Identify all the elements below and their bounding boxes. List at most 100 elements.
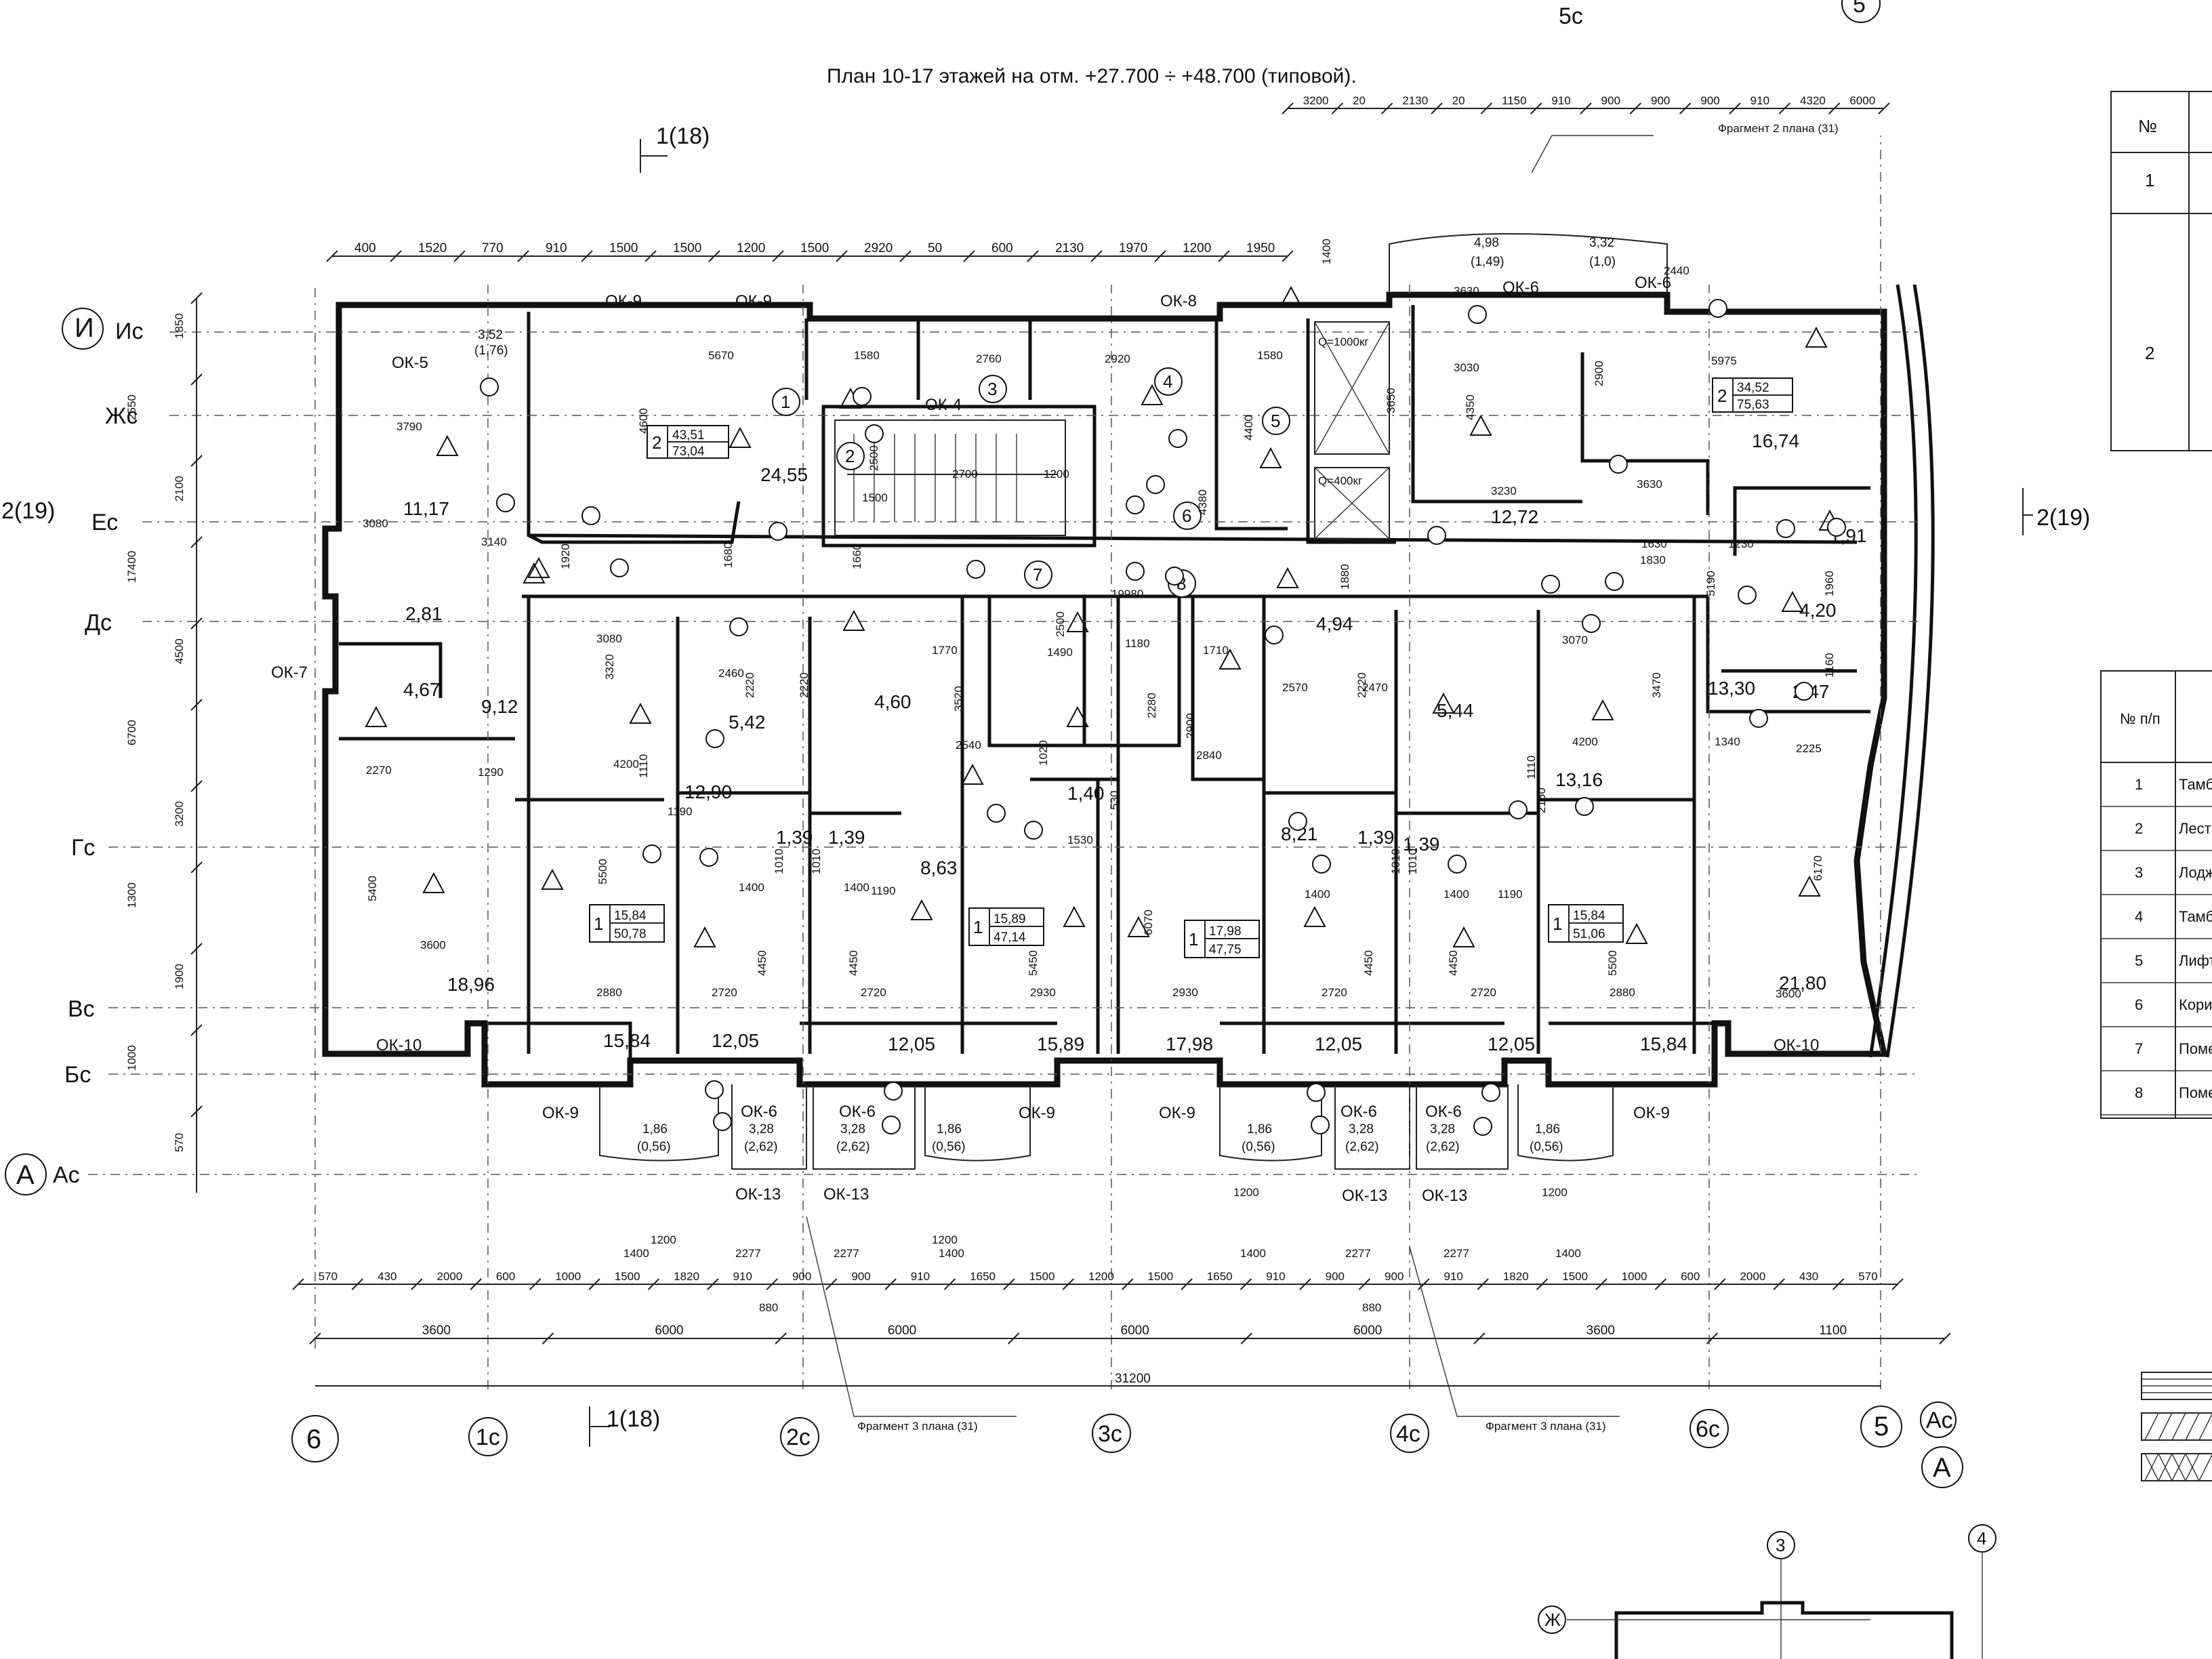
grid-lines [88,136,1918,1389]
top-dimension: 1970 [1119,241,1147,255]
key-plan: 3 4 Ж [1538,1524,1996,1659]
key-plan-axis-4: 4 [1977,1528,1986,1549]
room-number: 2 [845,446,855,466]
room-area: 16,74 [1752,430,1799,451]
fragment-2-label: Фрагмент 2 плана (31) [1718,122,1839,135]
lift-shaft-small [1314,467,1390,539]
window-mark: ОК-9 [1633,1104,1670,1122]
room-areas: 24,55 16,74 11,17 2,81 4,67 9,12 18,96 5… [403,430,1867,1054]
bottom-dimension: 1500 [1147,1270,1173,1283]
window-mark: ОК-13 [735,1185,781,1204]
interior-dimension: 5190 [1704,571,1717,596]
interior-dimension: 2700 [952,468,978,480]
bottom-dimension: 900 [851,1270,870,1283]
interior-dimension: 1710 [1203,644,1229,657]
bottom-axis-dimension: 6000 [655,1324,683,1338]
interior-dimension: 2900 [1184,713,1197,739]
balcony-area: 1,86 [642,1122,668,1136]
callout-bubble [581,506,600,525]
axis-circle-a [5,1153,47,1195]
interior-dimension: 2460 [718,667,744,680]
lift-capacity-small: Q=400кг [1318,474,1362,487]
row-axis-es: Ес [91,510,118,535]
room-area: 8,63 [920,857,958,878]
interior-dimension: 4450 [847,950,860,976]
callout-bubble [884,1082,903,1101]
window-mark: ОК-8 [1160,292,1197,310]
room-number: 5 [1271,411,1280,431]
room-area: 11,17 [403,498,449,519]
interior-dimension: 2930 [1030,986,1056,999]
apartment-rooms: 1 [973,917,983,937]
room-table-name: Лестни [2179,820,2212,837]
callout-bubble [1168,429,1187,448]
bottom-dimension: 2000 [437,1270,463,1283]
room-area: 12,05 [1315,1033,1362,1054]
balcony-sub: (0,56) [637,1140,671,1154]
balcony-sub: (1,49) [1471,255,1504,269]
interior-dimension: 2280 [1145,693,1158,718]
interior-dimension: 2500 [867,445,880,471]
interior-dimension: 3520 [952,686,965,712]
interior-dimension: 4600 [637,408,650,434]
col-axis-5-top: 5 [1853,0,1866,18]
window-mark: ОК-9 [605,292,642,310]
balcony-sub: (0,56) [1530,1140,1563,1154]
interior-dimension: 1180 [1125,637,1150,650]
callout-bubble [1311,1115,1330,1134]
left-dimension: 1850 [173,313,186,339]
bottom-axis-dimension: 6000 [1121,1324,1149,1338]
room-number: 7 [1033,565,1042,585]
row-axis-gs: Гс [71,835,95,861]
room-type-marker-icon [1591,699,1614,720]
room-table-number: 4 [2135,908,2143,925]
bottom-axis-dimension: 6000 [1353,1324,1382,1338]
interior-dimension: 2277 [1345,1247,1371,1260]
bottom-dimension: 910 [911,1270,930,1283]
top-dimension-upper: 20 [1353,94,1366,107]
col-axis-as-right: Ас [1926,1408,1953,1433]
window-marks: ОК-5 ОК-9 ОК-9 ОК-4 ОК-8 ОК-6 ОК-6 ОК-7 … [271,274,1819,1205]
apartment-box-s1: 1 15,84 50,78 [589,904,665,943]
interior-dimension: 4380 [1196,489,1209,515]
callout-bubble [1146,475,1165,494]
interior-dimension: 1400 [1240,1247,1266,1260]
detail-callouts [480,299,1846,1136]
room-area: 1,39 [776,827,813,848]
interior-dimension: 1660 [851,544,863,569]
interior-dimension: 1200 [1233,1186,1259,1199]
room-table-name: Лоджия [2179,864,2212,881]
bottom-axis-dimension: 6000 [888,1324,916,1338]
room-table-name: Тамбур [2179,908,2212,925]
room-number: 1 [781,392,790,412]
building-outline [322,284,1935,1088]
interior-dimension: 3600 [1776,987,1801,1000]
callout-bubble [1749,709,1768,728]
callout-bubble [1312,855,1331,874]
room-type-marker-icon [1259,447,1282,468]
room-number: 4 [1163,371,1172,392]
interior-dimension: 1160 [1823,653,1836,678]
callout-bubble [853,387,872,406]
interior-dimension: 1630 [1641,537,1667,550]
interior-dimension: 19980 [1111,588,1143,600]
room-type-marker-icon [1805,326,1828,348]
room-table-number: 7 [2135,1040,2143,1057]
interior-dimension: 2277 [735,1247,761,1260]
room-type-marker-icon [1063,905,1086,927]
top-dimension: 50 [928,241,942,255]
balcony-area: 3,28 [749,1122,774,1136]
room-type-marker-icon [1276,567,1299,588]
balcony-area: 3,52 [478,328,503,342]
window-mark: ОК-9 [1159,1104,1195,1122]
interior-dimension: 2277 [1443,1247,1469,1260]
callout-bubble [1288,812,1307,831]
interior-dimension: 2500 [1054,611,1067,637]
room-type-marker-icon [1303,905,1326,927]
room-table-number: 5 [2135,952,2143,969]
legend-table-header: № [2138,116,2157,136]
top-dimension-upper: 3200 [1303,94,1329,107]
